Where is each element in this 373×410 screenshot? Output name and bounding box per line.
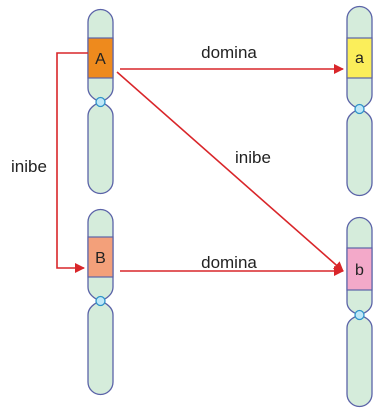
gene-B-label: B	[95, 250, 106, 267]
gene-a-band	[346, 37, 373, 79]
chromosome-B-lower-arm	[87, 301, 114, 396]
arrow-A-to-b	[116, 71, 344, 272]
label-B-to-b: domina	[201, 253, 257, 272]
label-A-to-a: domina	[201, 43, 257, 62]
chromosome-a: a	[346, 5, 373, 197]
centromere-A	[95, 96, 106, 108]
centromere-b	[354, 309, 365, 321]
gene-A-label: A	[95, 51, 106, 68]
centromere-B	[95, 295, 106, 307]
chromosome-b-lower-arm	[346, 315, 373, 408]
gene-a-label: a	[355, 50, 364, 67]
gene-b-label: b	[355, 262, 364, 279]
chromosome-B: B	[87, 208, 114, 396]
label-A-to-b: inibe	[235, 148, 271, 167]
gene-B-band	[87, 236, 114, 278]
chromosome-A: A	[87, 8, 114, 195]
label-A-to-B: inibe	[11, 157, 47, 176]
arrow-A-to-B	[56, 52, 88, 273]
chromosome-A-lower-arm	[87, 102, 114, 195]
gene-b-band	[346, 247, 373, 291]
chromosome-a-lower-arm	[346, 109, 373, 197]
chromosome-b: b	[346, 216, 373, 408]
centromere-a	[354, 103, 365, 115]
gene-A-band	[87, 37, 114, 79]
